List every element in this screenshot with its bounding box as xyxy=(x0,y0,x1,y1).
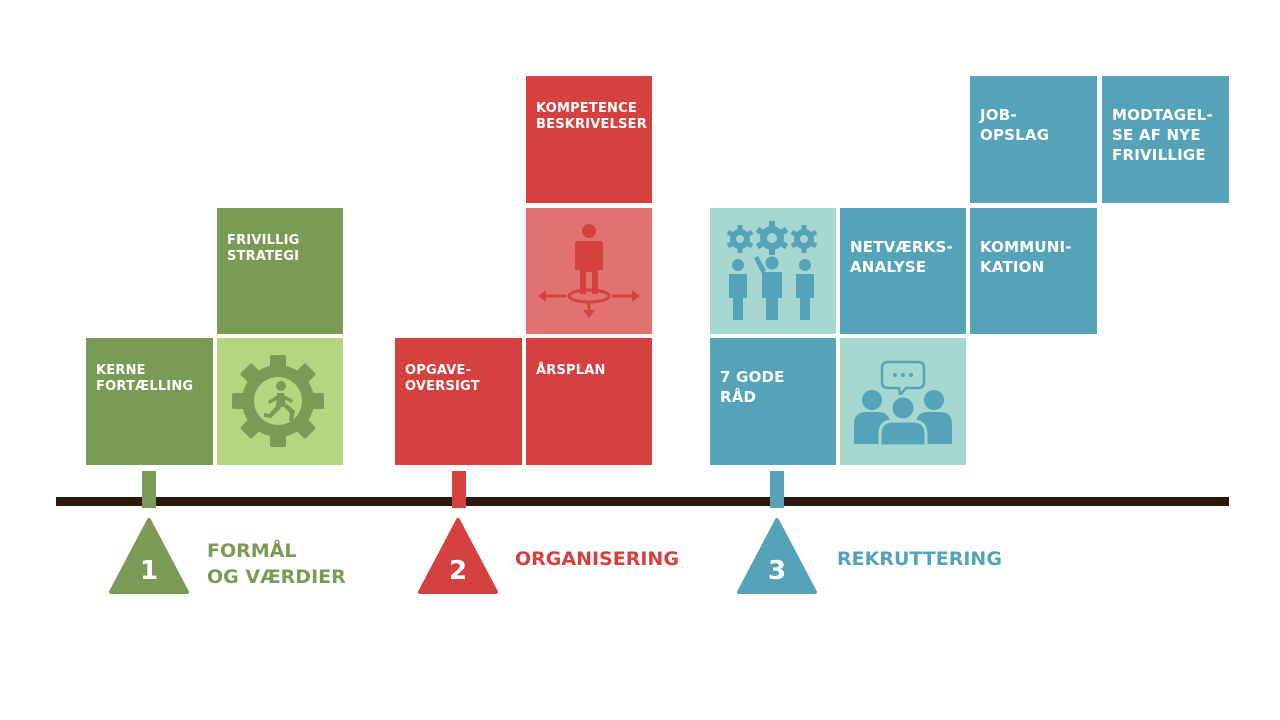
tile-label: MODTAGEL- SE AF NYE FRIVILLIGE xyxy=(1112,106,1213,164)
tile-label: 7 GODE RÅD xyxy=(720,368,785,406)
phase-3-label: REKRUTTERING xyxy=(837,548,1002,570)
phase-2-number: 2 xyxy=(449,556,467,586)
tile-modtagelse[interactable]: MODTAGEL- SE AF NYE FRIVILLIGE xyxy=(1102,76,1229,203)
phase-1-marker[interactable]: 1 xyxy=(108,517,190,595)
phase-1-number: 1 xyxy=(140,556,158,586)
tile-aarsplan[interactable]: ÅRSPLAN xyxy=(526,338,652,465)
phase-1-label: FORMÅL OG VÆRDIER xyxy=(207,540,346,588)
connector-phase-1 xyxy=(142,471,156,508)
tile-label: KOMMUNI- KATION xyxy=(980,238,1072,276)
tile-group-chat xyxy=(840,338,966,465)
tile-label: KOMPETENCE BESKRIVELSER xyxy=(536,101,647,132)
tile-label: OPGAVE- OVERSIGT xyxy=(405,363,480,394)
phase-2-marker[interactable]: 2 xyxy=(417,517,499,595)
tile-gear-runner xyxy=(217,338,343,465)
person-arrows-icon xyxy=(538,224,640,318)
tile-kommunikation[interactable]: KOMMUNI- KATION xyxy=(970,208,1097,334)
timeline-axis xyxy=(56,497,1229,506)
tile-kerne-fortaelling[interactable]: KERNE FORTÆLLING xyxy=(86,338,213,465)
tile-person-arrows xyxy=(526,208,652,334)
tile-label: ÅRSPLAN xyxy=(536,363,606,378)
gear-runner-icon xyxy=(232,355,324,447)
phase-3-number: 3 xyxy=(768,556,786,586)
tile-label: KERNE FORTÆLLING xyxy=(96,363,194,394)
tile-frivillig-strategi[interactable]: FRIVILLIG STRATEGI xyxy=(217,208,343,334)
connector-phase-3 xyxy=(770,471,784,508)
tile-gears-people xyxy=(710,208,836,334)
tile-label: NETVÆRKS- ANALYSE xyxy=(850,238,953,276)
connector-phase-2 xyxy=(452,471,466,508)
phase-2-label: ORGANISERING xyxy=(515,548,679,570)
phase-3-marker[interactable]: 3 xyxy=(736,517,818,595)
tile-7-gode-raad[interactable]: 7 GODE RÅD xyxy=(710,338,836,465)
tile-job-opslag[interactable]: JOB- OPSLAG xyxy=(970,76,1097,203)
tile-netvaerks-analyse[interactable]: NETVÆRKS- ANALYSE xyxy=(840,208,966,334)
tile-opgave-oversigt[interactable]: OPGAVE- OVERSIGT xyxy=(395,338,522,465)
group-chat-icon xyxy=(854,360,952,448)
tile-label: FRIVILLIG STRATEGI xyxy=(227,233,300,264)
tile-label: JOB- OPSLAG xyxy=(980,106,1050,144)
gears-people-icon xyxy=(726,221,818,320)
tile-kompetence-beskrivelser[interactable]: KOMPETENCE BESKRIVELSER xyxy=(526,76,652,203)
